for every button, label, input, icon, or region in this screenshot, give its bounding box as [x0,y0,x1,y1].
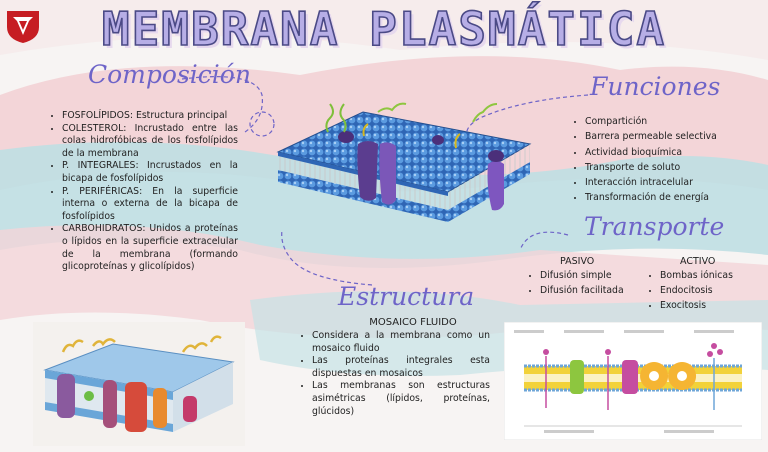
list-item: Barrera permeable selectiva [585,129,753,144]
activo-label: ACTIVO [680,256,716,267]
list-item: Endocitosis [660,283,758,298]
list-item: Compartición [585,114,753,129]
list-item: Considera a la membrana como un mosaico … [312,330,490,355]
list-item: P. INTEGRALES: Incrustados en la bicapa … [62,160,238,185]
university-logo-icon [7,11,39,43]
page-title: MEMBRANA PLASMÁTICA [101,1,667,57]
activo-list: Bombas iónicas Endocitosis Exocitosis [648,268,758,313]
pasivo-label: PASIVO [560,256,595,267]
list-item: Bombas iónicas [660,268,758,283]
pasivo-list: Difusión simple Difusión facilitada [528,268,668,298]
list-item: COLESTEROL: Incrustado entre las colas h… [62,123,238,161]
list-item: Difusión simple [540,268,668,283]
membrane-illustration [276,102,532,222]
composicion-heading: Composición [88,60,251,89]
transport-diagram [504,322,762,440]
list-item: Transformación de energía [585,190,753,205]
list-item: P. PERIFÉRICAS: En la superficie interna… [62,186,238,224]
list-item: Actividad bioquímica [585,145,753,160]
list-item: Transporte de soluto [585,160,753,175]
funciones-list: Compartición Barrera permeable selectiva… [573,114,753,206]
transporte-heading: Transporte [584,212,725,241]
list-item: Las proteínas integrales esta dispuestas… [312,355,490,380]
list-item: Interacción intracelular [585,175,753,190]
list-item: CARBOHIDRATOS: Unidos a proteínas o lípi… [62,223,238,273]
list-item: Exocitosis [660,298,758,313]
list-item: FOSFOLÍPIDOS: Estructura principal [62,110,238,123]
estructura-list: Considera a la membrana como un mosaico … [300,330,490,418]
list-item: Las membranas son estructuras asimétrica… [312,380,490,418]
composicion-list: FOSFOLÍPIDOS: Estructura principal COLES… [50,110,238,274]
mosaico-fluido-label: MOSAICO FLUIDO [369,317,457,328]
estructura-heading: Estructura [338,282,475,311]
membrane-cutaway-illustration [33,322,245,446]
list-item: Difusión facilitada [540,283,668,298]
funciones-heading: Funciones [590,72,721,101]
